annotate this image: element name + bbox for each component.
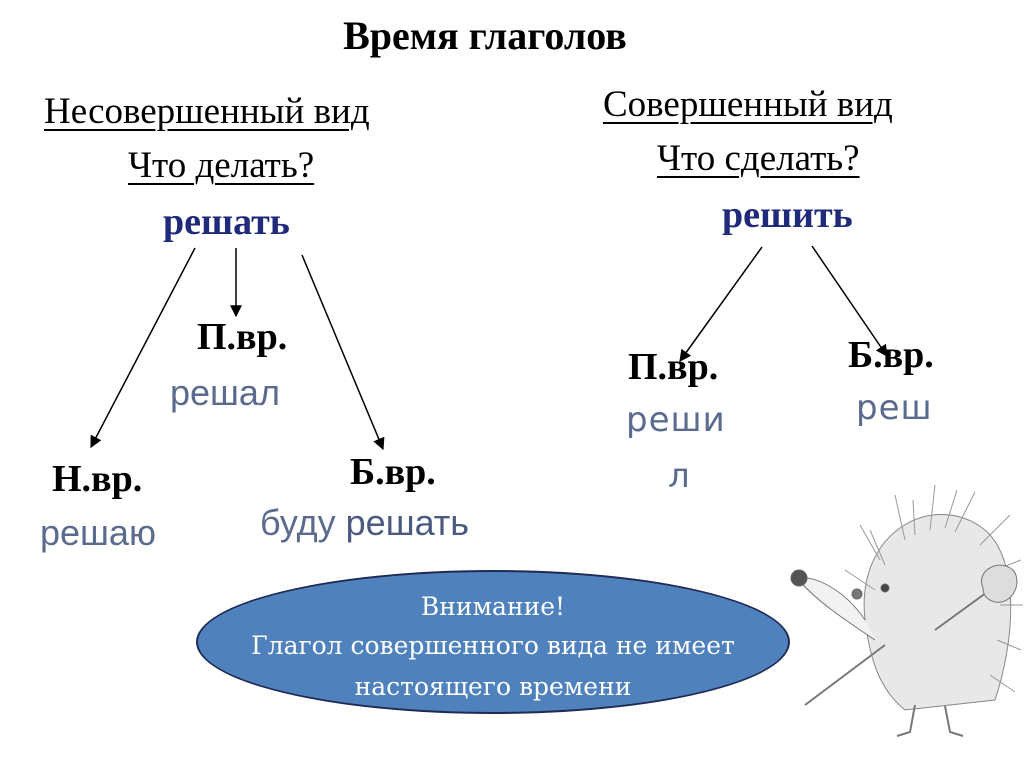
imperfective-verb: решать [163, 201, 290, 243]
attention-line-2: настоящего времени [354, 672, 632, 701]
imperfective-present-label: Н.вр. [52, 458, 143, 500]
imperfective-future-label: Б.вр. [350, 451, 436, 493]
hedgehog-icon [790, 484, 1023, 737]
perfective-future-label: Б.вр. [848, 334, 934, 376]
imperfective-question: Что делать? [128, 145, 315, 186]
imperfective-aspect-heading: Несовершенный вид [44, 91, 370, 132]
arrow-to-future [301, 254, 385, 451]
future-main-word: решать [345, 502, 470, 543]
attention-ellipse [196, 570, 790, 714]
perfective-past-form-line1: реши [626, 400, 726, 440]
arrow-perf-to-past [679, 246, 763, 362]
perfective-past-label: П.вр. [628, 346, 719, 388]
perfective-past-form-line2: л [668, 456, 691, 496]
perfective-verb: решить [722, 194, 853, 236]
imperfective-past-form: решал [170, 372, 280, 413]
imperfective-past-label: П.вр. [197, 316, 288, 358]
imperfective-present-form: решаю [40, 512, 156, 553]
perfective-aspect-heading: Совершенный вид [603, 84, 893, 125]
future-aux-word: буду [260, 502, 336, 543]
perfective-question: Что сделать? [657, 138, 860, 179]
perfective-future-form: реш [856, 388, 933, 428]
arrow-perf-to-future [811, 245, 888, 357]
attention-heading: Внимание! [420, 592, 566, 621]
imperfective-future-form: буду решать [260, 502, 469, 544]
attention-line-1: Глагол совершенного вида не имеет [251, 631, 735, 660]
arrow-to-present [90, 247, 196, 449]
page-title: Время глаголов [343, 13, 627, 58]
